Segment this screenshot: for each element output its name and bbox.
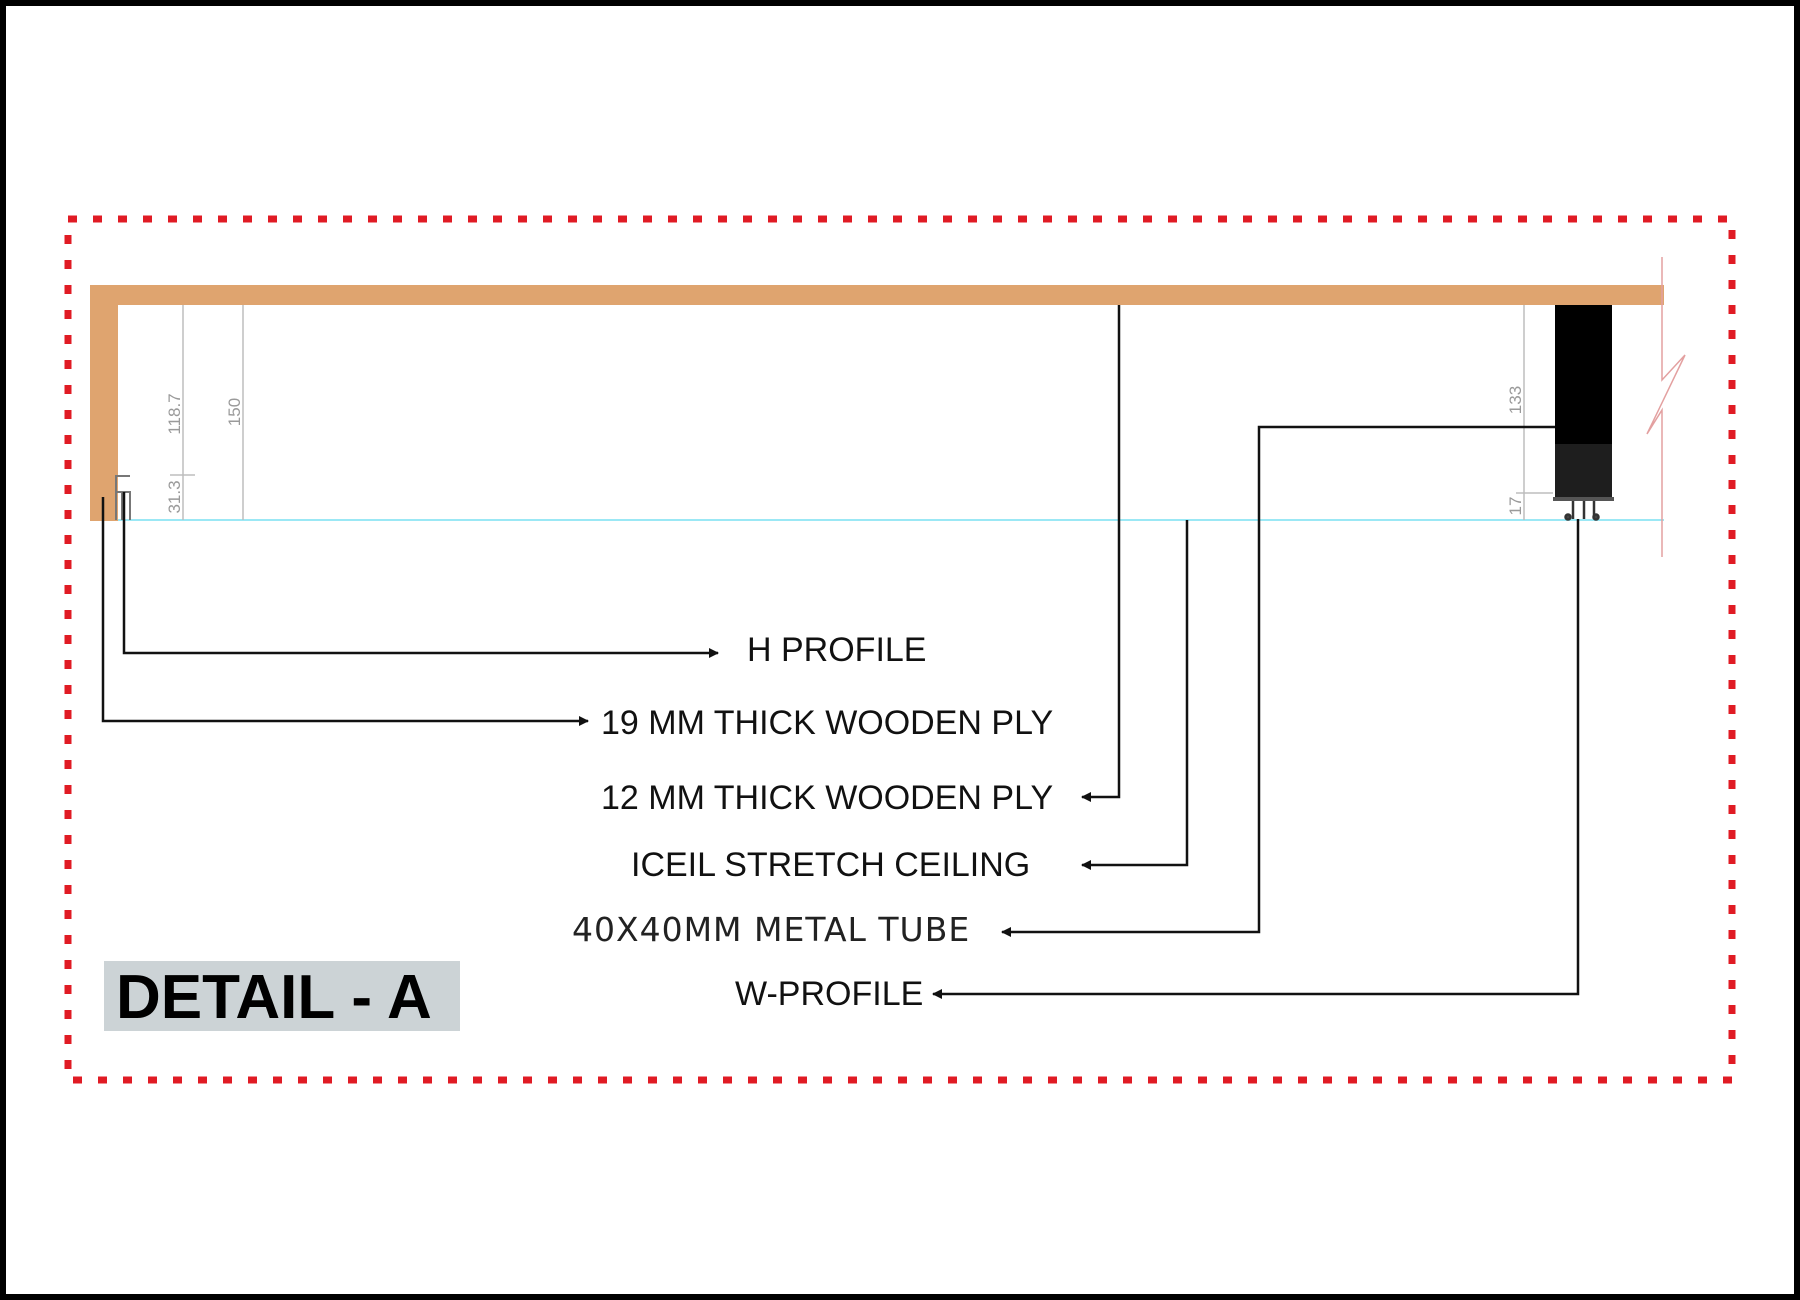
- w-profile-shape: [1564, 501, 1600, 521]
- label-ply-12: 12 MM THICK WOODEN PLY: [601, 779, 1053, 817]
- leader-metal-tube: [1001, 425, 1555, 937]
- title-background: [104, 961, 460, 1031]
- leader-h-profile: [122, 492, 719, 658]
- break-line: [1646, 257, 1686, 557]
- w-profile-plate: [1553, 497, 1614, 501]
- label-stretch-ceiling: ICEIL STRETCH CEILING: [631, 846, 1030, 884]
- leader-w-profile: [932, 519, 1580, 999]
- metal-tube-shape: [1555, 305, 1612, 444]
- label-h-profile: H PROFILE: [747, 631, 926, 669]
- detail-frame-dashed: [64, 215, 1736, 1084]
- dim-right-lower: 17: [1506, 497, 1525, 516]
- detail-title: DETAIL - A: [116, 963, 432, 1032]
- label-w-profile: W-PROFILE: [735, 975, 923, 1013]
- wooden-ply-top: [90, 285, 1664, 305]
- right-dimension-lines: [1516, 305, 1553, 520]
- leader-ply-12: [1081, 305, 1121, 802]
- label-ply-19: 19 MM THICK WOODEN PLY: [601, 704, 1053, 742]
- metal-tube-lower-shade: [1555, 444, 1612, 498]
- label-metal-tube: 40X40MM METAL TUBE: [572, 910, 970, 949]
- leader-stretch-ceiling: [1081, 520, 1189, 870]
- dim-left-lower: 31.3: [165, 480, 184, 513]
- leader-lines: [101, 305, 1580, 999]
- left-dimension-lines: [170, 305, 244, 520]
- leader-ply-19: [101, 497, 589, 726]
- h-profile-shape: [115, 475, 131, 520]
- dim-left-upper: 118.7: [165, 393, 184, 434]
- dim-left-total: 150: [225, 398, 244, 426]
- dim-right-upper: 133: [1506, 386, 1525, 414]
- wooden-ply-left-leg: [90, 285, 118, 521]
